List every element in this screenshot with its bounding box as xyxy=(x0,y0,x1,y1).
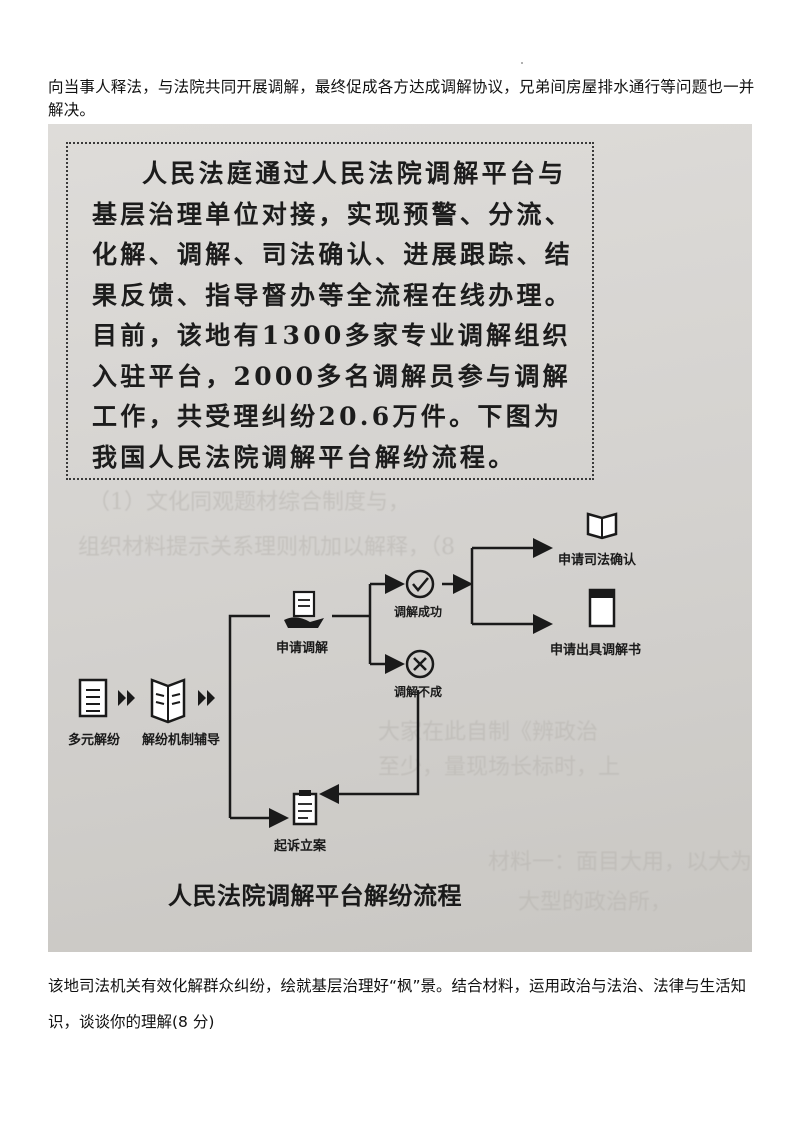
double-chevron-icon xyxy=(198,690,215,706)
hand-document-icon xyxy=(284,590,324,628)
intro-paragraph: 向当事人释法，与法院共同开展调解，最终促成各方达成调解协议，兄弟间房屋排水通行等… xyxy=(48,78,755,119)
clipboard-icon xyxy=(292,790,318,826)
book-icon xyxy=(586,512,618,540)
double-chevron-icon xyxy=(118,690,135,706)
x-circle-icon xyxy=(405,649,435,679)
bleed-through-text: 材料一：面目大用，以大为 xyxy=(488,850,752,875)
open-book-icon xyxy=(150,678,186,724)
question-text: 该地司法机关有效化解群众纠纷，绘就基层治理好“枫”景。结合材料，运用政治与法治、… xyxy=(48,977,747,1031)
label-confirm: 申请司法确认 xyxy=(558,552,637,568)
figure-caption: 人民法院调解平台解纷流程 xyxy=(168,882,462,910)
booklet-icon xyxy=(588,588,616,628)
bleed-through-text: 大家在此自制《辨政治 xyxy=(378,720,599,745)
label-success: 调解成功 xyxy=(394,604,442,619)
check-circle-icon xyxy=(405,569,435,599)
flow-connectors xyxy=(228,538,553,828)
label-apply: 申请调解 xyxy=(276,640,328,656)
label-multi: 多元解纷 xyxy=(68,732,121,748)
material-box: 人民法庭通过人民法院调解平台与基层治理单位对接，实现预警、分流、化解、调解、司法… xyxy=(66,142,594,480)
bleed-through-text: （1）文化同观题材综合制度与， xyxy=(88,490,410,515)
label-lawsuit: 起诉立案 xyxy=(273,838,327,854)
scan-speck xyxy=(521,62,523,64)
flowchart: 多元解纷 解纷机制辅导 申请调解 调解成功 调解不成 申请司法确认 申请出具调解… xyxy=(68,512,641,854)
label-fail: 调解不成 xyxy=(394,684,442,699)
label-guide: 解纷机制辅导 xyxy=(141,732,220,748)
textbook-photo: （1）文化同观题材综合制度与， 组织材料提示关系理则机加以解释，（8 大家在此自… xyxy=(48,124,752,952)
bleed-through-text: 组织材料提示关系理则机加以解释，（8 xyxy=(78,535,455,560)
document-icon xyxy=(78,678,108,718)
material-text: 人民法庭通过人民法院调解平台与基层治理单位对接，实现预警、分流、化解、调解、司法… xyxy=(92,159,574,472)
bleed-through-text: 大型的政治所， xyxy=(518,890,673,915)
label-document: 申请出具调解书 xyxy=(550,642,641,658)
